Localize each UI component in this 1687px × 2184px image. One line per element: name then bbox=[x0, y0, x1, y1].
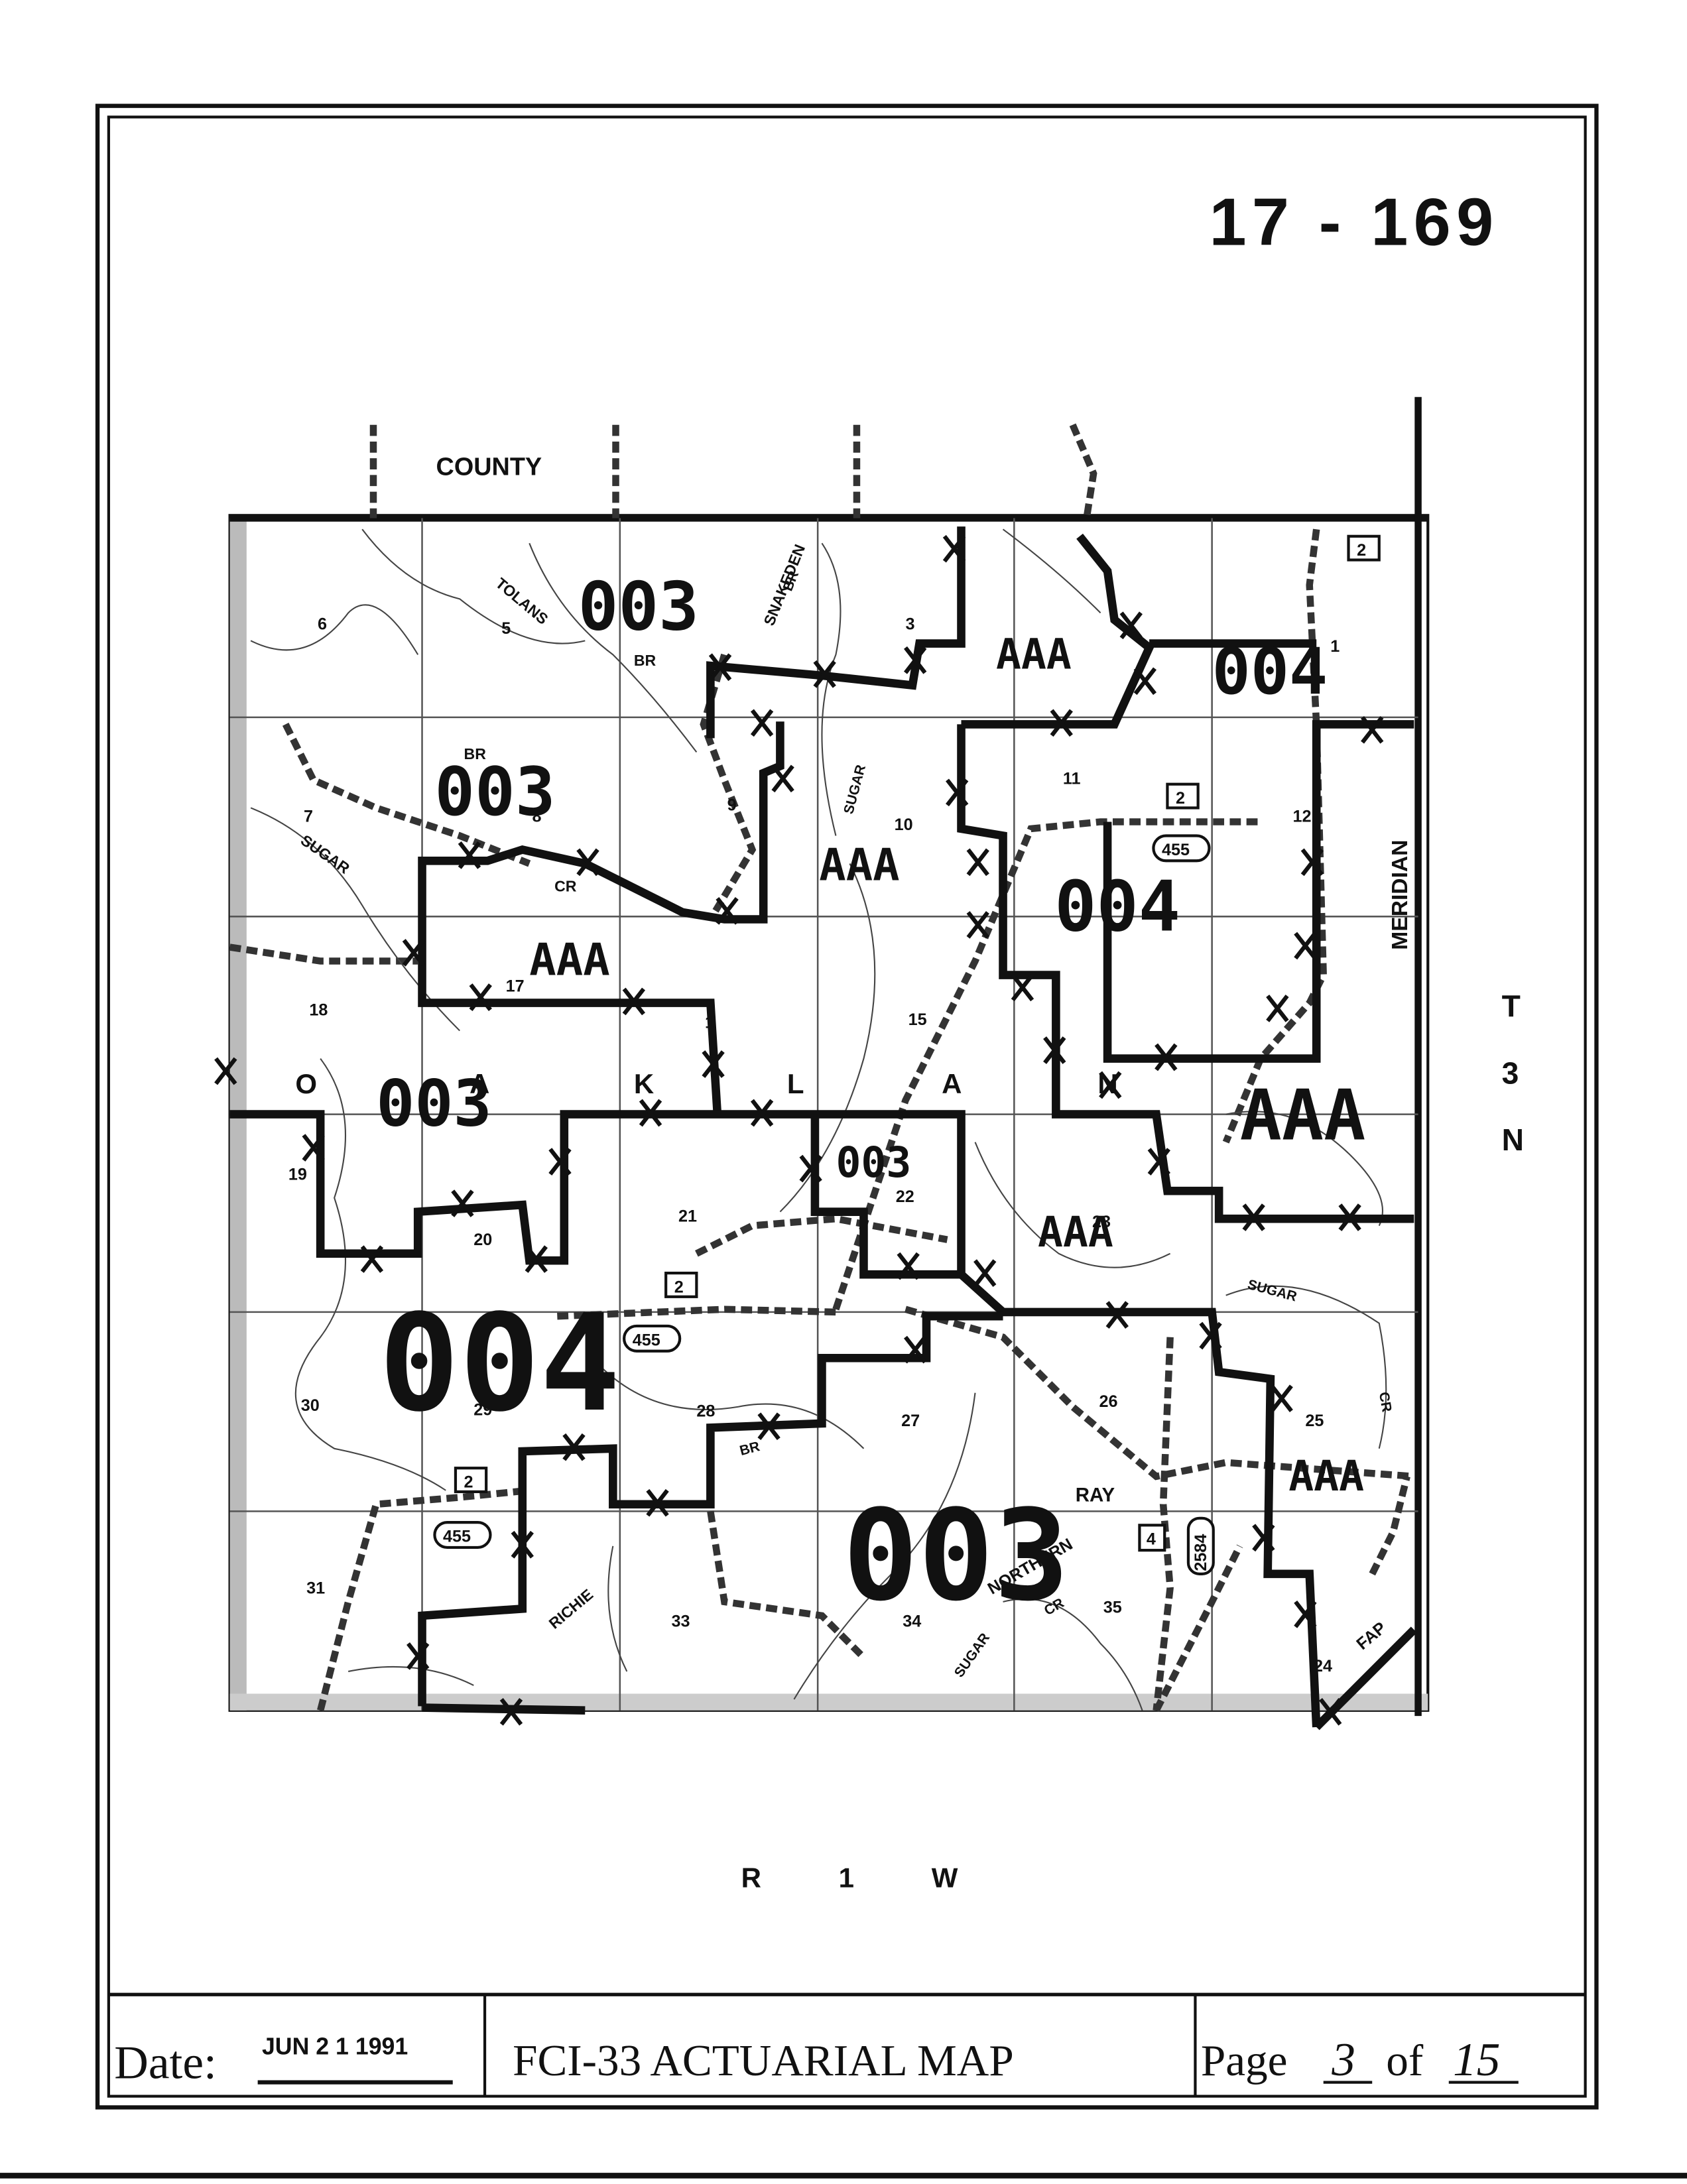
section-number: 19 bbox=[288, 1165, 307, 1183]
route-shield-2: 2 bbox=[1357, 541, 1366, 560]
section-number: 5 bbox=[501, 619, 511, 638]
section-number: 12 bbox=[1292, 807, 1311, 825]
section-number: 3 bbox=[905, 615, 914, 634]
section-number: 25 bbox=[1305, 1412, 1324, 1430]
route-shield-4: 4 bbox=[1147, 1530, 1156, 1549]
road-label-meridian: MERIDIAN bbox=[1388, 840, 1412, 950]
map-title: FCI-33 ACTUARIAL MAP bbox=[513, 2035, 1014, 2085]
streams bbox=[250, 528, 1387, 1711]
section-number: 8 bbox=[532, 807, 541, 825]
township-name: O A K L A N bbox=[295, 1068, 1117, 1099]
section-number: 34 bbox=[903, 1612, 921, 1631]
footer: Date: JUN 2 1 1991 FCI-33 ACTUARIAL MAP … bbox=[114, 2033, 1519, 2089]
route-shield-2: 2 bbox=[1176, 789, 1185, 808]
section-number: 9 bbox=[727, 796, 737, 815]
section-number: 6 bbox=[318, 615, 327, 634]
county-label: COUNTY bbox=[436, 453, 542, 481]
section-number: 21 bbox=[678, 1207, 697, 1225]
document-number: 17 - 169 bbox=[1209, 186, 1499, 260]
section-number: 23 bbox=[1092, 1213, 1111, 1231]
zone-label: 004 bbox=[1054, 866, 1180, 947]
section-number: 30 bbox=[301, 1396, 320, 1415]
section-number: 29 bbox=[473, 1400, 492, 1419]
route-shield-455: 455 bbox=[633, 1331, 660, 1349]
township-letter: A bbox=[469, 1068, 489, 1099]
route-shields: 2 2 455 2 455 2 455 4 2584 bbox=[433, 534, 1381, 1575]
map-shaded-edge bbox=[229, 1693, 1428, 1711]
township-letter: K bbox=[634, 1068, 654, 1099]
section-number: 26 bbox=[1099, 1392, 1117, 1411]
township-letter: N bbox=[1097, 1068, 1117, 1099]
section-number: 22 bbox=[896, 1187, 914, 1206]
section-number: 1 bbox=[705, 1013, 714, 1032]
stream-label: BR bbox=[464, 745, 487, 762]
township-char: N bbox=[1502, 1122, 1524, 1157]
zone-labels: 003 003 AAA 004 AAA 004 AAA 003 003 AAA … bbox=[376, 568, 1365, 1629]
town-label-ray: RAY bbox=[1076, 1485, 1115, 1506]
map: COUNTY TOLANS BR SNAKEDEN BR BR SUGAR CR… bbox=[214, 396, 1430, 1730]
section-number: 20 bbox=[473, 1231, 492, 1249]
zone-label: 004 bbox=[1212, 634, 1328, 709]
zone-label: 003 bbox=[434, 753, 555, 831]
range-label: R 1 W bbox=[741, 1862, 958, 1894]
route-shield-2: 2 bbox=[674, 1278, 684, 1297]
zone-boundaries bbox=[229, 526, 1417, 1730]
zone-label: 003 bbox=[578, 568, 699, 646]
zone-label: 004 bbox=[379, 1286, 620, 1441]
zone-label: AAA bbox=[529, 934, 609, 986]
section-number: 15 bbox=[908, 1010, 927, 1029]
section-number: 31 bbox=[306, 1579, 325, 1597]
section-number: 17 bbox=[506, 977, 525, 996]
page-label: Page bbox=[1201, 2035, 1288, 2085]
zone-label: AAA bbox=[1288, 1452, 1364, 1500]
township-letter: A bbox=[942, 1068, 962, 1099]
section-number: 1 bbox=[1330, 637, 1340, 656]
page-current: 3 bbox=[1331, 2033, 1355, 2086]
section-number: 27 bbox=[901, 1412, 920, 1430]
page-of-label: of bbox=[1386, 2035, 1424, 2085]
section-number: 11 bbox=[1063, 770, 1081, 788]
section-number: 24 bbox=[1314, 1657, 1332, 1675]
section-number: 10 bbox=[895, 816, 913, 834]
page-total: 15 bbox=[1453, 2033, 1500, 2086]
zone-label: 003 bbox=[843, 1483, 1069, 1629]
stream-label: BR bbox=[634, 652, 656, 669]
outer-frame bbox=[95, 103, 1599, 2110]
section-number: 18 bbox=[309, 1001, 328, 1019]
stream-label: CR bbox=[1376, 1391, 1395, 1414]
section-number: 35 bbox=[1103, 1599, 1122, 1617]
township-letter: O bbox=[295, 1068, 317, 1099]
township-letter: L bbox=[787, 1068, 804, 1099]
zone-label: AAA bbox=[1240, 1075, 1366, 1156]
route-shield-455: 455 bbox=[1162, 841, 1190, 859]
section-number: 28 bbox=[696, 1402, 715, 1420]
zone-label: AAA bbox=[996, 630, 1072, 678]
stream-label: CR bbox=[554, 877, 577, 894]
route-shield-455: 455 bbox=[443, 1528, 471, 1546]
route-shield-2: 2 bbox=[464, 1473, 473, 1492]
boundary-marks bbox=[214, 534, 1384, 1726]
section-number: 33 bbox=[672, 1612, 690, 1631]
section-numbers: 6 5 3 1 7 8 9 10 11 12 18 17 1 15 19 20 … bbox=[288, 615, 1340, 1675]
date-value: JUN 2 1 1991 bbox=[262, 2033, 408, 2060]
township-char: T bbox=[1502, 989, 1521, 1024]
inner-frame bbox=[107, 115, 1587, 2098]
roads bbox=[229, 528, 1414, 1713]
section-number: 7 bbox=[304, 807, 313, 825]
zone-label: AAA bbox=[1038, 1208, 1113, 1256]
zone-label: 003 bbox=[376, 1065, 492, 1140]
zone-label: AAA bbox=[819, 839, 899, 891]
township-char: 3 bbox=[1502, 1056, 1519, 1090]
township-designation: T 3 N bbox=[1502, 989, 1524, 1158]
route-shield-2584: 2584 bbox=[1192, 1534, 1210, 1571]
zone-label: 003 bbox=[836, 1138, 911, 1187]
date-label: Date: bbox=[114, 2036, 217, 2089]
